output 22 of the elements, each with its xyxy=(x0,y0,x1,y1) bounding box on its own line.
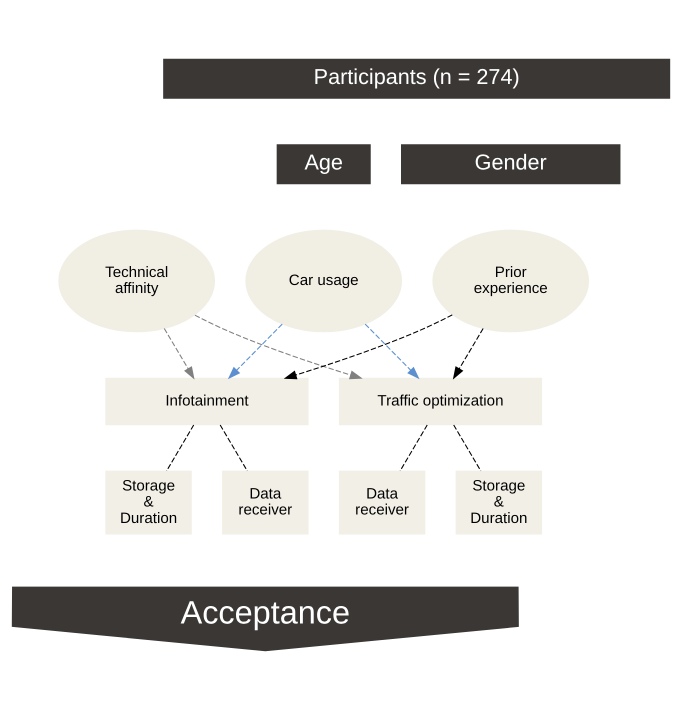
node-ellipse: Prior experience xyxy=(432,230,590,332)
connector xyxy=(400,424,428,472)
node-box: Infotainment xyxy=(105,378,309,426)
node-box: Gender xyxy=(401,144,620,184)
node-ellipse: Car usage xyxy=(245,230,402,332)
arrow xyxy=(284,314,453,380)
arrow xyxy=(364,324,420,380)
arrow xyxy=(452,328,484,380)
connector xyxy=(166,424,194,472)
node-box: Traffic optimization xyxy=(338,378,542,426)
arrow xyxy=(164,328,195,380)
node-box: Data receiver xyxy=(222,470,309,534)
connector xyxy=(220,424,248,472)
node-box: Storage & Duration xyxy=(105,470,192,534)
node-box: Age xyxy=(276,144,371,184)
node-ellipse: Technical affinity xyxy=(58,230,216,332)
node-box: Data receiver xyxy=(338,470,426,534)
node-box: Participants (n = 274) xyxy=(163,58,670,99)
connector xyxy=(453,424,482,472)
arrow xyxy=(228,324,283,380)
node-box: Storage & Duration xyxy=(456,470,542,534)
arrow xyxy=(194,314,363,380)
